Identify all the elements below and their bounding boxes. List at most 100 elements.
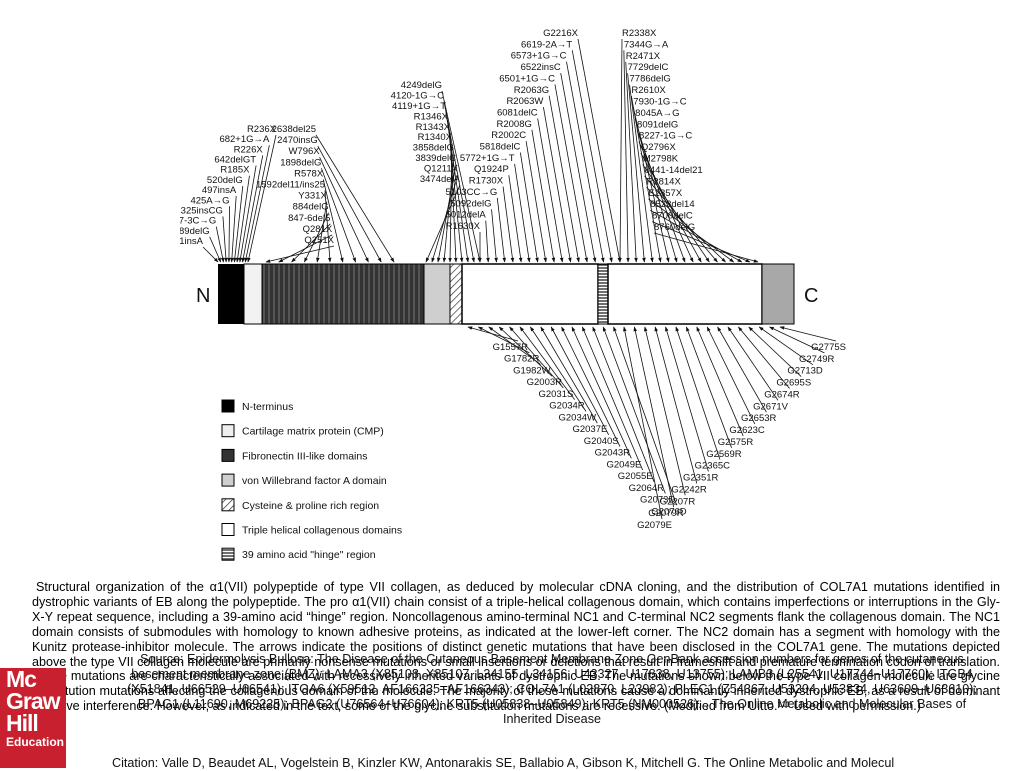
mutation-label-above: W796X xyxy=(288,146,320,157)
mutation-arrow xyxy=(717,326,767,413)
mutation-arrow xyxy=(561,326,621,447)
mutation-arrow xyxy=(519,326,575,400)
mutation-label-above: 6522insC xyxy=(521,62,561,73)
mutation-label-above: 8045A→G xyxy=(635,108,679,119)
mutation-arrow xyxy=(577,38,621,263)
collagen-diagram: N C 111insA189delG427-3C→G325insCG425A→G… xyxy=(180,28,846,561)
mutation-label-below: G2040S xyxy=(584,436,619,447)
mutation-label-above: R236X xyxy=(247,124,277,135)
mutation-label-above: R1730X xyxy=(469,176,504,187)
mutation-arrow xyxy=(525,141,547,263)
mutation-label-below: G2695S xyxy=(776,378,811,389)
mutation-label-above: 425A→G xyxy=(190,195,229,206)
mutation-arrow xyxy=(291,223,331,263)
protein-bar xyxy=(218,263,795,325)
mutation-arrow xyxy=(215,226,225,263)
mutation-label-above: G2216X xyxy=(543,28,579,39)
legend-label: 39 amino acid "hinge" region xyxy=(242,549,376,561)
mutation-arrow xyxy=(686,326,732,448)
mutation-arrow xyxy=(431,174,459,263)
mutation-arrow xyxy=(554,84,589,263)
legend-swatch xyxy=(221,448,235,462)
mutation-arrow xyxy=(238,165,257,263)
mutation-arrow xyxy=(769,326,825,354)
mutation-label-below: G2365C xyxy=(695,461,731,472)
mutation-label-below: G2623C xyxy=(729,425,765,436)
mutation-label-above: 642delGT xyxy=(214,155,256,166)
mutation-arrow xyxy=(571,326,632,459)
mutation-label-above: 8700delC xyxy=(652,211,693,222)
mutation-label-above: 1898delG xyxy=(280,157,321,168)
mutation-label-above: 4120-1G→C xyxy=(391,90,444,101)
mutation-arrow xyxy=(317,145,382,263)
mutation-label-above: Q281X xyxy=(303,224,333,235)
mutation-label-above: 682+1G→A xyxy=(219,134,270,145)
mutation-label-above: E2857X xyxy=(648,188,682,199)
mutation-label-below: G2575R xyxy=(718,437,754,448)
mutation-label-above: 325insCG xyxy=(181,205,223,216)
mutation-label-above: 8523del14 xyxy=(650,199,694,210)
mutation-arrow xyxy=(233,185,244,263)
mutation-label-below: G2049E xyxy=(606,459,641,470)
mutation-arrow xyxy=(443,101,475,263)
mutation-label-below: G2079R xyxy=(648,508,684,519)
legend-label: Cysteine & proline rich region xyxy=(242,500,379,512)
mutation-label-above: 427-3C→G xyxy=(180,216,216,227)
mutation-arrow xyxy=(496,197,507,263)
mutation-label-above: R2063G xyxy=(514,85,549,96)
mutation-label-above: 847-6del5 xyxy=(288,213,330,224)
mutation-label-above: 6081delC xyxy=(497,107,538,118)
mutation-label-above: 5772+1G→T xyxy=(460,153,515,164)
mutation-label-above: 7786delG xyxy=(630,74,671,85)
mutation-label-above: R226X xyxy=(234,144,264,155)
mutation-arrow xyxy=(209,236,222,263)
mutation-arrow xyxy=(531,129,556,263)
legend-swatch xyxy=(221,523,235,536)
mutation-arrow xyxy=(627,73,646,263)
n-terminus-label: N xyxy=(196,285,210,307)
mutation-label-above: 2638del25 xyxy=(272,124,316,135)
mutation-arrow xyxy=(244,145,270,263)
mutation-label-above: 3839delC xyxy=(415,153,456,164)
mutation-arrow xyxy=(633,326,674,508)
mutation-arrow xyxy=(618,38,623,263)
mutation-arrow xyxy=(202,246,219,263)
mutation-label-above: Y331X xyxy=(298,191,327,202)
mutation-label-below: G2351R xyxy=(683,473,719,484)
mutation-label-below: G2775S xyxy=(811,342,846,353)
mutation-label-above: R2338X xyxy=(622,28,657,39)
mutation-arrow xyxy=(696,326,744,437)
mutation-label-above: 1592del11/ins25 xyxy=(256,180,325,191)
mutation-arrow xyxy=(315,134,395,263)
mutation-label-above: 2470insG xyxy=(277,135,318,146)
mutation-arrow xyxy=(653,232,759,263)
legend-swatch xyxy=(221,547,235,561)
mutation-arrow xyxy=(230,196,237,263)
mutation-arrow xyxy=(623,326,663,520)
mutation-label-above: Q1924P xyxy=(474,164,509,175)
mutation-label-above: 7729delC xyxy=(628,62,669,73)
figure-panel: N C 111insA189delG427-3C→G325insCG425A→G… xyxy=(180,0,858,562)
citation-text: Citation: Valle D, Beaudet AL, Vogelstei… xyxy=(112,756,895,770)
mutation-arrow xyxy=(247,134,277,263)
mutation-arrow xyxy=(445,111,470,263)
mutation-arrow xyxy=(222,216,228,263)
mutation-label-above: Q2796X xyxy=(641,142,677,153)
mutation-label-below: G2242R xyxy=(671,484,707,495)
triple-helix-segment-2 xyxy=(607,263,763,325)
mutation-arrow xyxy=(441,90,481,263)
cysteine-proline-segment xyxy=(449,263,463,325)
legend-swatch xyxy=(221,399,235,413)
cmp-segment xyxy=(243,263,263,325)
mutation-label-below: G2037E xyxy=(572,424,607,435)
mutation-label-above: R2610X xyxy=(631,85,666,96)
figure-caption: Structural organization of the α1(VII) p… xyxy=(32,580,1000,714)
kunitz-segment xyxy=(761,263,795,325)
mutation-label-below: G1557R xyxy=(493,342,529,353)
mutation-arrow xyxy=(227,206,231,263)
mutation-arrow xyxy=(644,326,686,496)
mutation-label-above: 6501+1G→C xyxy=(499,73,555,84)
mutation-arrow xyxy=(304,212,329,263)
legend-label: Triple helical collagenous domains xyxy=(242,525,402,537)
